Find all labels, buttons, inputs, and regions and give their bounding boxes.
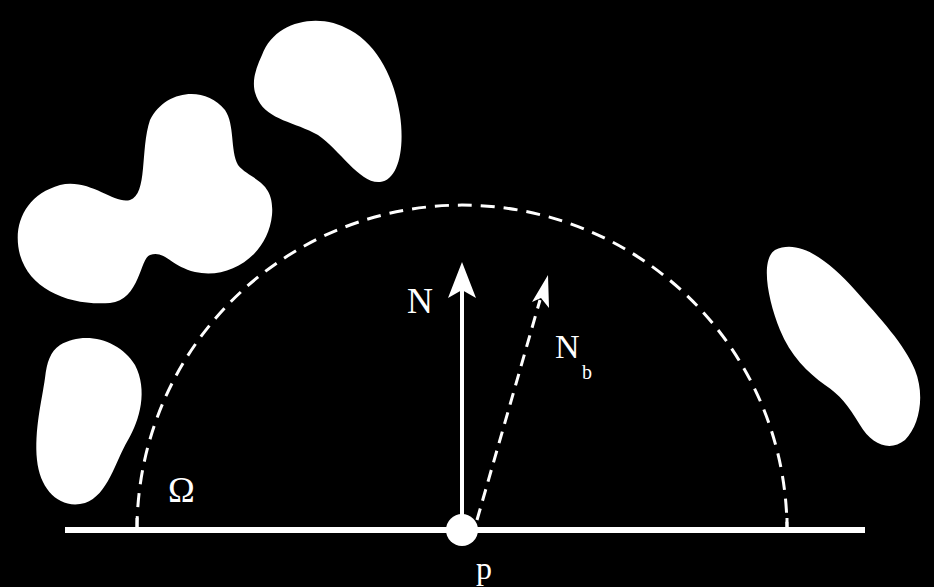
bent-normal-subscript: b <box>582 362 592 382</box>
solid-angle-label: Ω <box>168 472 195 508</box>
occluder-blob <box>36 338 141 504</box>
point-label: p <box>476 552 492 584</box>
point-marker <box>446 514 478 546</box>
occluder-blob <box>18 94 273 303</box>
normal-arrow-shaft <box>460 290 464 525</box>
normal-label: N <box>407 283 433 319</box>
bent-normal-shaft <box>477 300 540 520</box>
bent-normal-label: N <box>555 330 580 364</box>
hemisphere-tick <box>136 518 139 530</box>
normal-arrow-head <box>448 262 476 298</box>
bent-normal-head <box>532 275 549 308</box>
occluder-blob <box>767 247 920 446</box>
hemisphere-outline <box>137 205 787 530</box>
hemisphere-tick <box>786 518 789 530</box>
occluder-blob <box>254 21 402 182</box>
